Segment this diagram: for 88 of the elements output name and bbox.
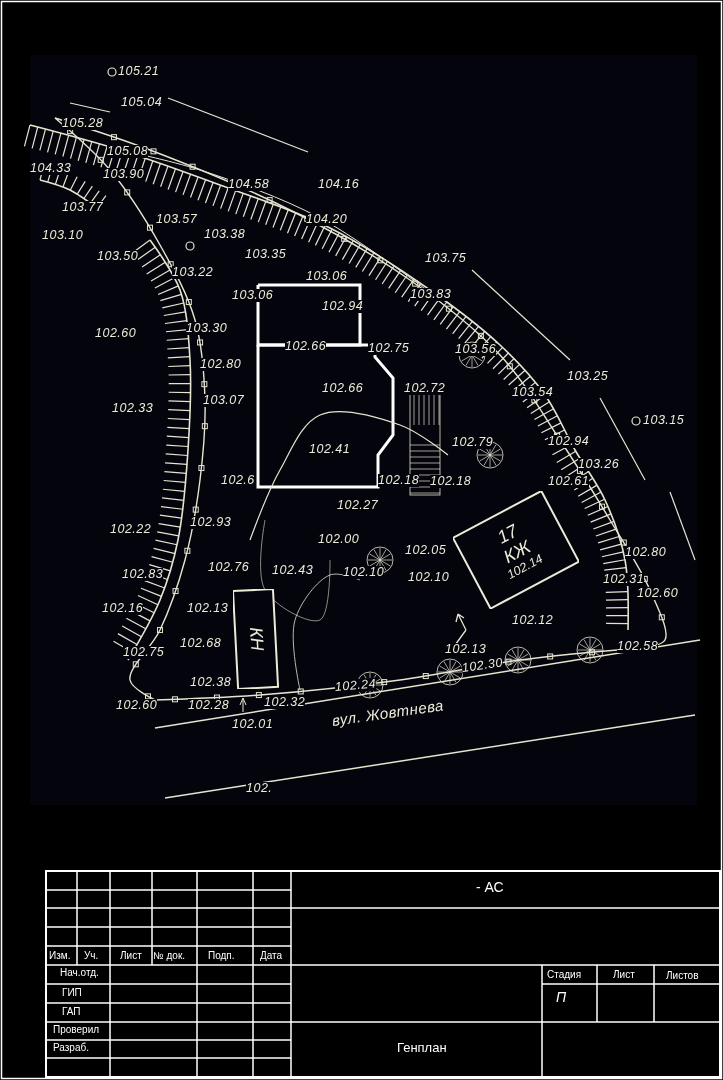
elevation-mark: 102.72 — [404, 382, 446, 395]
elevation-mark: 102.60 — [116, 699, 158, 712]
elevation-mark: 103.75 — [425, 252, 467, 265]
building-outline — [453, 491, 579, 609]
elevation-mark: 102.41 — [309, 443, 351, 456]
elevation-mark: 102.60 — [637, 587, 679, 600]
elevation-mark: 102.12 — [512, 614, 554, 627]
elevation-mark: 102.75 — [368, 342, 410, 355]
elevation-mark: 102.79 — [452, 436, 494, 449]
elevation-mark: 102.38 — [190, 676, 232, 689]
elevation-mark: 102.00 — [318, 533, 360, 546]
elevation-mark: 103.15 — [643, 414, 685, 427]
title-block-text: Стадия — [547, 970, 582, 980]
elevation-mark: 105.08 — [107, 145, 149, 158]
elevation-mark: 102.80 — [200, 358, 242, 371]
elevation-mark: 104.58 — [228, 178, 270, 191]
elevation-mark: 102.83 — [122, 568, 164, 581]
elevation-mark: 102.13 — [187, 602, 229, 615]
elevation-mark: 102.22 — [110, 523, 152, 536]
title-block-text: Изм. — [49, 951, 71, 961]
building-label: КН — [245, 626, 267, 652]
title-block-text: Нач.отд. — [60, 968, 99, 978]
elevation-mark: 103.54 — [512, 386, 554, 399]
elevation-mark: 102.10 — [408, 571, 450, 584]
elevation-mark: 102.93 — [190, 516, 232, 529]
elevation-mark: 102.18 — [430, 475, 472, 488]
elevation-mark: 102.68 — [180, 637, 222, 650]
elevation-mark: 102.10 — [343, 566, 385, 579]
elevation-mark: 102.16 — [102, 602, 144, 615]
title-block-text: Подп. — [208, 951, 235, 961]
title-block-text: Дата — [260, 951, 283, 961]
elevation-mark: 102.28 — [188, 699, 230, 712]
sheet-title: Генплан — [397, 1041, 447, 1054]
title-block-text: Лист — [120, 951, 142, 961]
elevation-mark: 102.13 — [445, 643, 487, 656]
elevation-mark: 104.33 — [30, 162, 72, 175]
elevation-mark: 103.07 — [203, 394, 245, 407]
elevation-mark: 102.66 — [322, 382, 364, 395]
elevation-mark: 102.05 — [405, 544, 447, 557]
elevation-mark: 103.25 — [567, 370, 609, 383]
elevation-mark: 103.10 — [42, 229, 84, 242]
elevation-mark: 102.18 — [378, 474, 420, 487]
elevation-mark: 102.32 — [264, 696, 306, 709]
title-block-text: Листов — [666, 971, 699, 981]
elevation-mark: 102.43 — [272, 564, 314, 577]
elevation-mark: 102.94 — [322, 300, 364, 313]
elevation-mark: 103.06 — [232, 289, 274, 302]
elevation-mark: 103.30 — [186, 322, 228, 335]
elevation-mark: 103.56 — [455, 343, 497, 356]
elevation-mark: 102.61 — [548, 475, 590, 488]
elevation-mark: 102.33 — [112, 402, 154, 415]
elevation-mark: 103.57 — [156, 213, 198, 226]
elevation-mark: 102.76 — [208, 561, 250, 574]
title-block-text: Лист — [613, 970, 635, 980]
elevation-mark: 102.01 — [232, 718, 274, 731]
elevation-mark: 103.50 — [97, 250, 139, 263]
elevation-mark: 102.60 — [95, 327, 137, 340]
elevation-mark: 102.58 — [617, 640, 659, 653]
elevation-mark: 102.31 — [603, 573, 645, 586]
elevation-mark: 105.28 — [62, 117, 104, 130]
elevation-mark: 103.83 — [410, 288, 452, 301]
elevation-mark: 103.06 — [306, 270, 348, 283]
elevation-mark: 102.6 — [221, 474, 255, 487]
title-block-text: Разраб. — [53, 1043, 89, 1053]
elevation-mark: 104.16 — [318, 178, 360, 191]
elevation-mark: 103.90 — [103, 168, 145, 181]
elevation-mark: 103.22 — [172, 266, 214, 279]
elevation-mark: 102. — [246, 782, 273, 795]
elevation-mark: 102.75 — [123, 646, 165, 659]
title-block-text: ГИП — [62, 988, 82, 998]
drawing-code: - АС — [476, 880, 504, 894]
elevation-mark: 102.66 — [285, 340, 327, 353]
title-block-text: Уч. — [84, 951, 99, 961]
elevation-mark: 105.21 — [118, 65, 160, 78]
title-block-text: № док. — [153, 951, 186, 961]
elevation-mark: 103.77 — [62, 201, 104, 214]
elevation-mark: 105.04 — [121, 96, 163, 109]
title-block-text: ГАП — [62, 1007, 81, 1017]
elevation-mark: 103.35 — [245, 248, 287, 261]
building-outline — [233, 589, 279, 689]
elevation-mark: 102.27 — [337, 499, 379, 512]
elevation-mark: 103.26 — [578, 458, 620, 471]
elevation-mark: 102.94 — [548, 435, 590, 448]
elevation-mark: 104.20 — [306, 213, 348, 226]
title-block-text: П — [556, 990, 567, 1004]
elevation-mark: 102.80 — [625, 546, 667, 559]
elevation-mark: 103.38 — [204, 228, 246, 241]
title-block-text: Проверил — [53, 1025, 100, 1035]
